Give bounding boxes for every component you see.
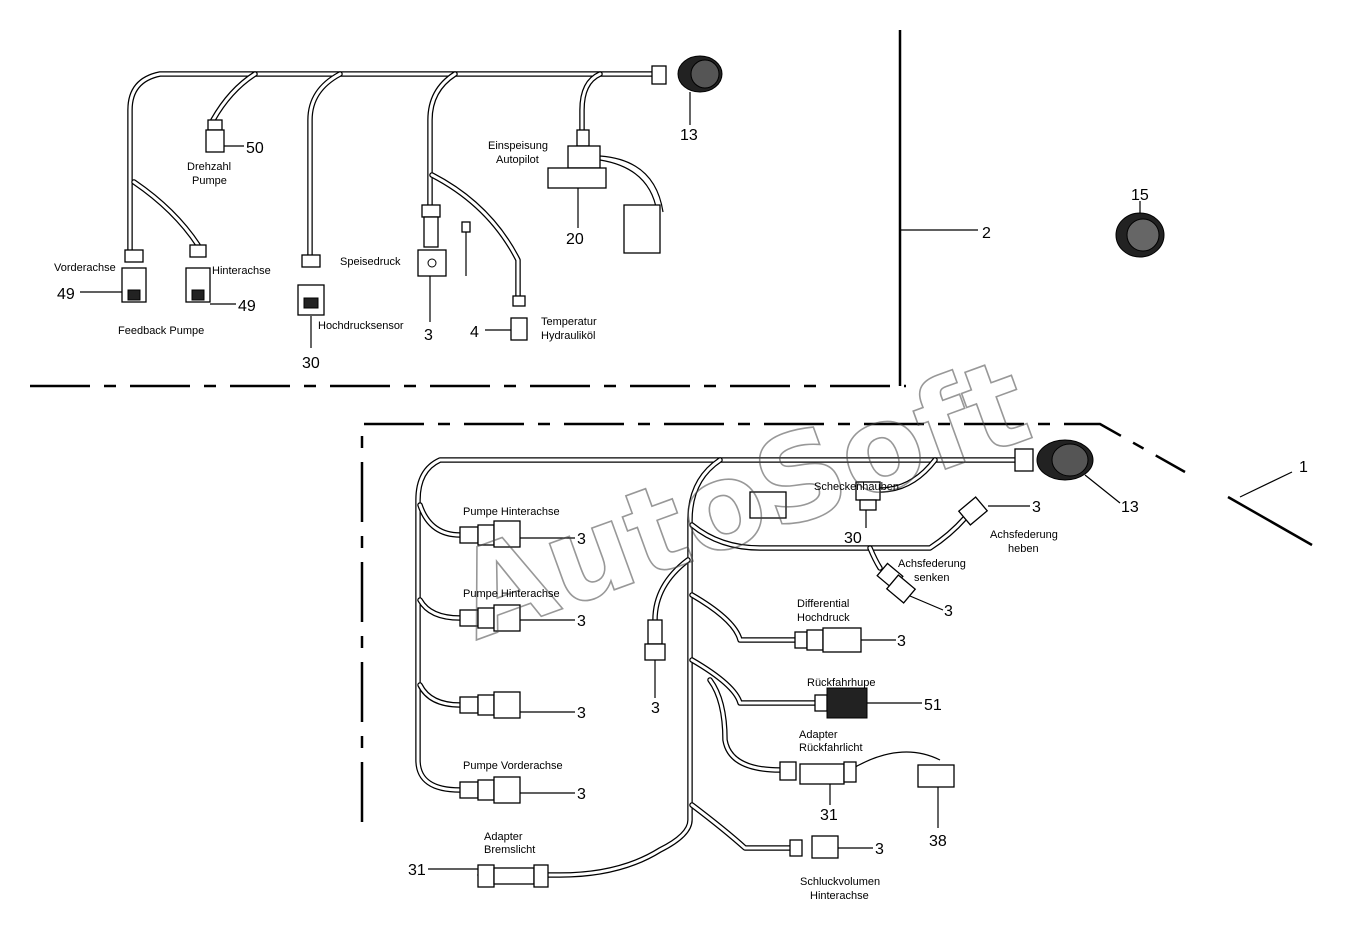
callout-50: 50 — [246, 140, 264, 157]
label-vorderachse: Vorderachse — [54, 262, 116, 274]
label-achsfederung-senken-1: Achsfederung — [898, 558, 966, 570]
callout-15: 15 — [1131, 187, 1149, 204]
callout-3-mid: 3 — [651, 700, 660, 717]
label-speisedruck: Speisedruck — [340, 256, 401, 268]
label-rueckfahrhupe: Rückfahrhupe — [807, 677, 876, 689]
callout-20: 20 — [566, 231, 584, 248]
label-pumpe: Pumpe — [192, 175, 227, 187]
label-hinterachse: Hinterachse — [212, 265, 271, 277]
label-einspeisung: Einspeisung — [488, 140, 548, 152]
callout-13-top: 13 — [680, 127, 698, 144]
callout-3-ph1: 3 — [577, 531, 586, 548]
callout-3-p3: 3 — [577, 705, 586, 722]
label-pumpe-vorderachse: Pumpe Vorderachse — [463, 760, 563, 772]
callout-31-right: 31 — [820, 807, 838, 824]
label-autopilot: Autopilot — [496, 154, 539, 166]
bottom-harness — [415, 439, 1094, 888]
divider-lines — [30, 30, 1313, 822]
label-achsfederung-heben-1: Achsfederung — [990, 529, 1058, 541]
callout-numbers: 50 13 20 15 2 49 49 30 3 4 1 13 3 30 3 3… — [57, 127, 1308, 879]
callout-3-senken: 3 — [944, 603, 953, 620]
label-differential: Differential — [797, 598, 849, 610]
callout-13-bottom: 13 — [1121, 499, 1139, 516]
callout-3-ph2: 3 — [577, 613, 586, 630]
label-achsfederung-heben-2: heben — [1008, 543, 1039, 555]
label-scheckenhauben: Scheckenhauben — [814, 481, 899, 493]
label-schluckvolumen: Schluckvolumen — [800, 876, 880, 888]
leader-lines — [80, 92, 1141, 870]
label-hochdruck: Hochdruck — [797, 612, 850, 624]
callout-38: 38 — [929, 833, 947, 850]
label-hochdrucksensor: Hochdrucksensor — [318, 320, 404, 332]
callout-3-diff: 3 — [897, 633, 906, 650]
label-rueckfahrlicht: Rückfahrlicht — [799, 742, 863, 754]
callout-51: 51 — [924, 697, 942, 714]
callout-31-left: 31 — [408, 862, 426, 879]
label-adapter-rl: Adapter — [799, 729, 838, 741]
watermark-text: AutoSoft — [438, 333, 1046, 668]
label-bremslicht: Bremslicht — [484, 844, 535, 856]
label-temperatur: Temperatur — [541, 316, 597, 328]
callout-2: 2 — [982, 225, 991, 242]
callout-3-pv: 3 — [577, 786, 586, 803]
callout-3-heben: 3 — [1032, 499, 1041, 516]
callout-30-bottom: 30 — [844, 530, 862, 547]
callout-30-top: 30 — [302, 355, 320, 372]
callout-4: 4 — [470, 324, 479, 341]
top-harness — [121, 55, 1165, 341]
callout-49-right: 49 — [238, 298, 256, 315]
callout-3-speisedruck: 3 — [424, 327, 433, 344]
labels: Drehzahl Pumpe Einspeisung Autopilot Vor… — [54, 140, 1058, 902]
label-pumpe-hinterachse-2: Pumpe Hinterachse — [463, 588, 560, 600]
label-pumpe-hinterachse-1: Pumpe Hinterachse — [463, 506, 560, 518]
callout-3-schluck: 3 — [875, 841, 884, 858]
callout-49-left: 49 — [57, 286, 75, 303]
label-adapter-bl: Adapter — [484, 831, 523, 843]
callout-1: 1 — [1299, 459, 1308, 476]
label-achsfederung-senken-2: senken — [914, 572, 949, 584]
label-feedback-pumpe: Feedback Pumpe — [118, 325, 204, 337]
label-hydraulikoel: Hydrauliköl — [541, 330, 595, 342]
label-schluck-hinterachse: Hinterachse — [810, 890, 869, 902]
label-drehzahl: Drehzahl — [187, 161, 231, 173]
